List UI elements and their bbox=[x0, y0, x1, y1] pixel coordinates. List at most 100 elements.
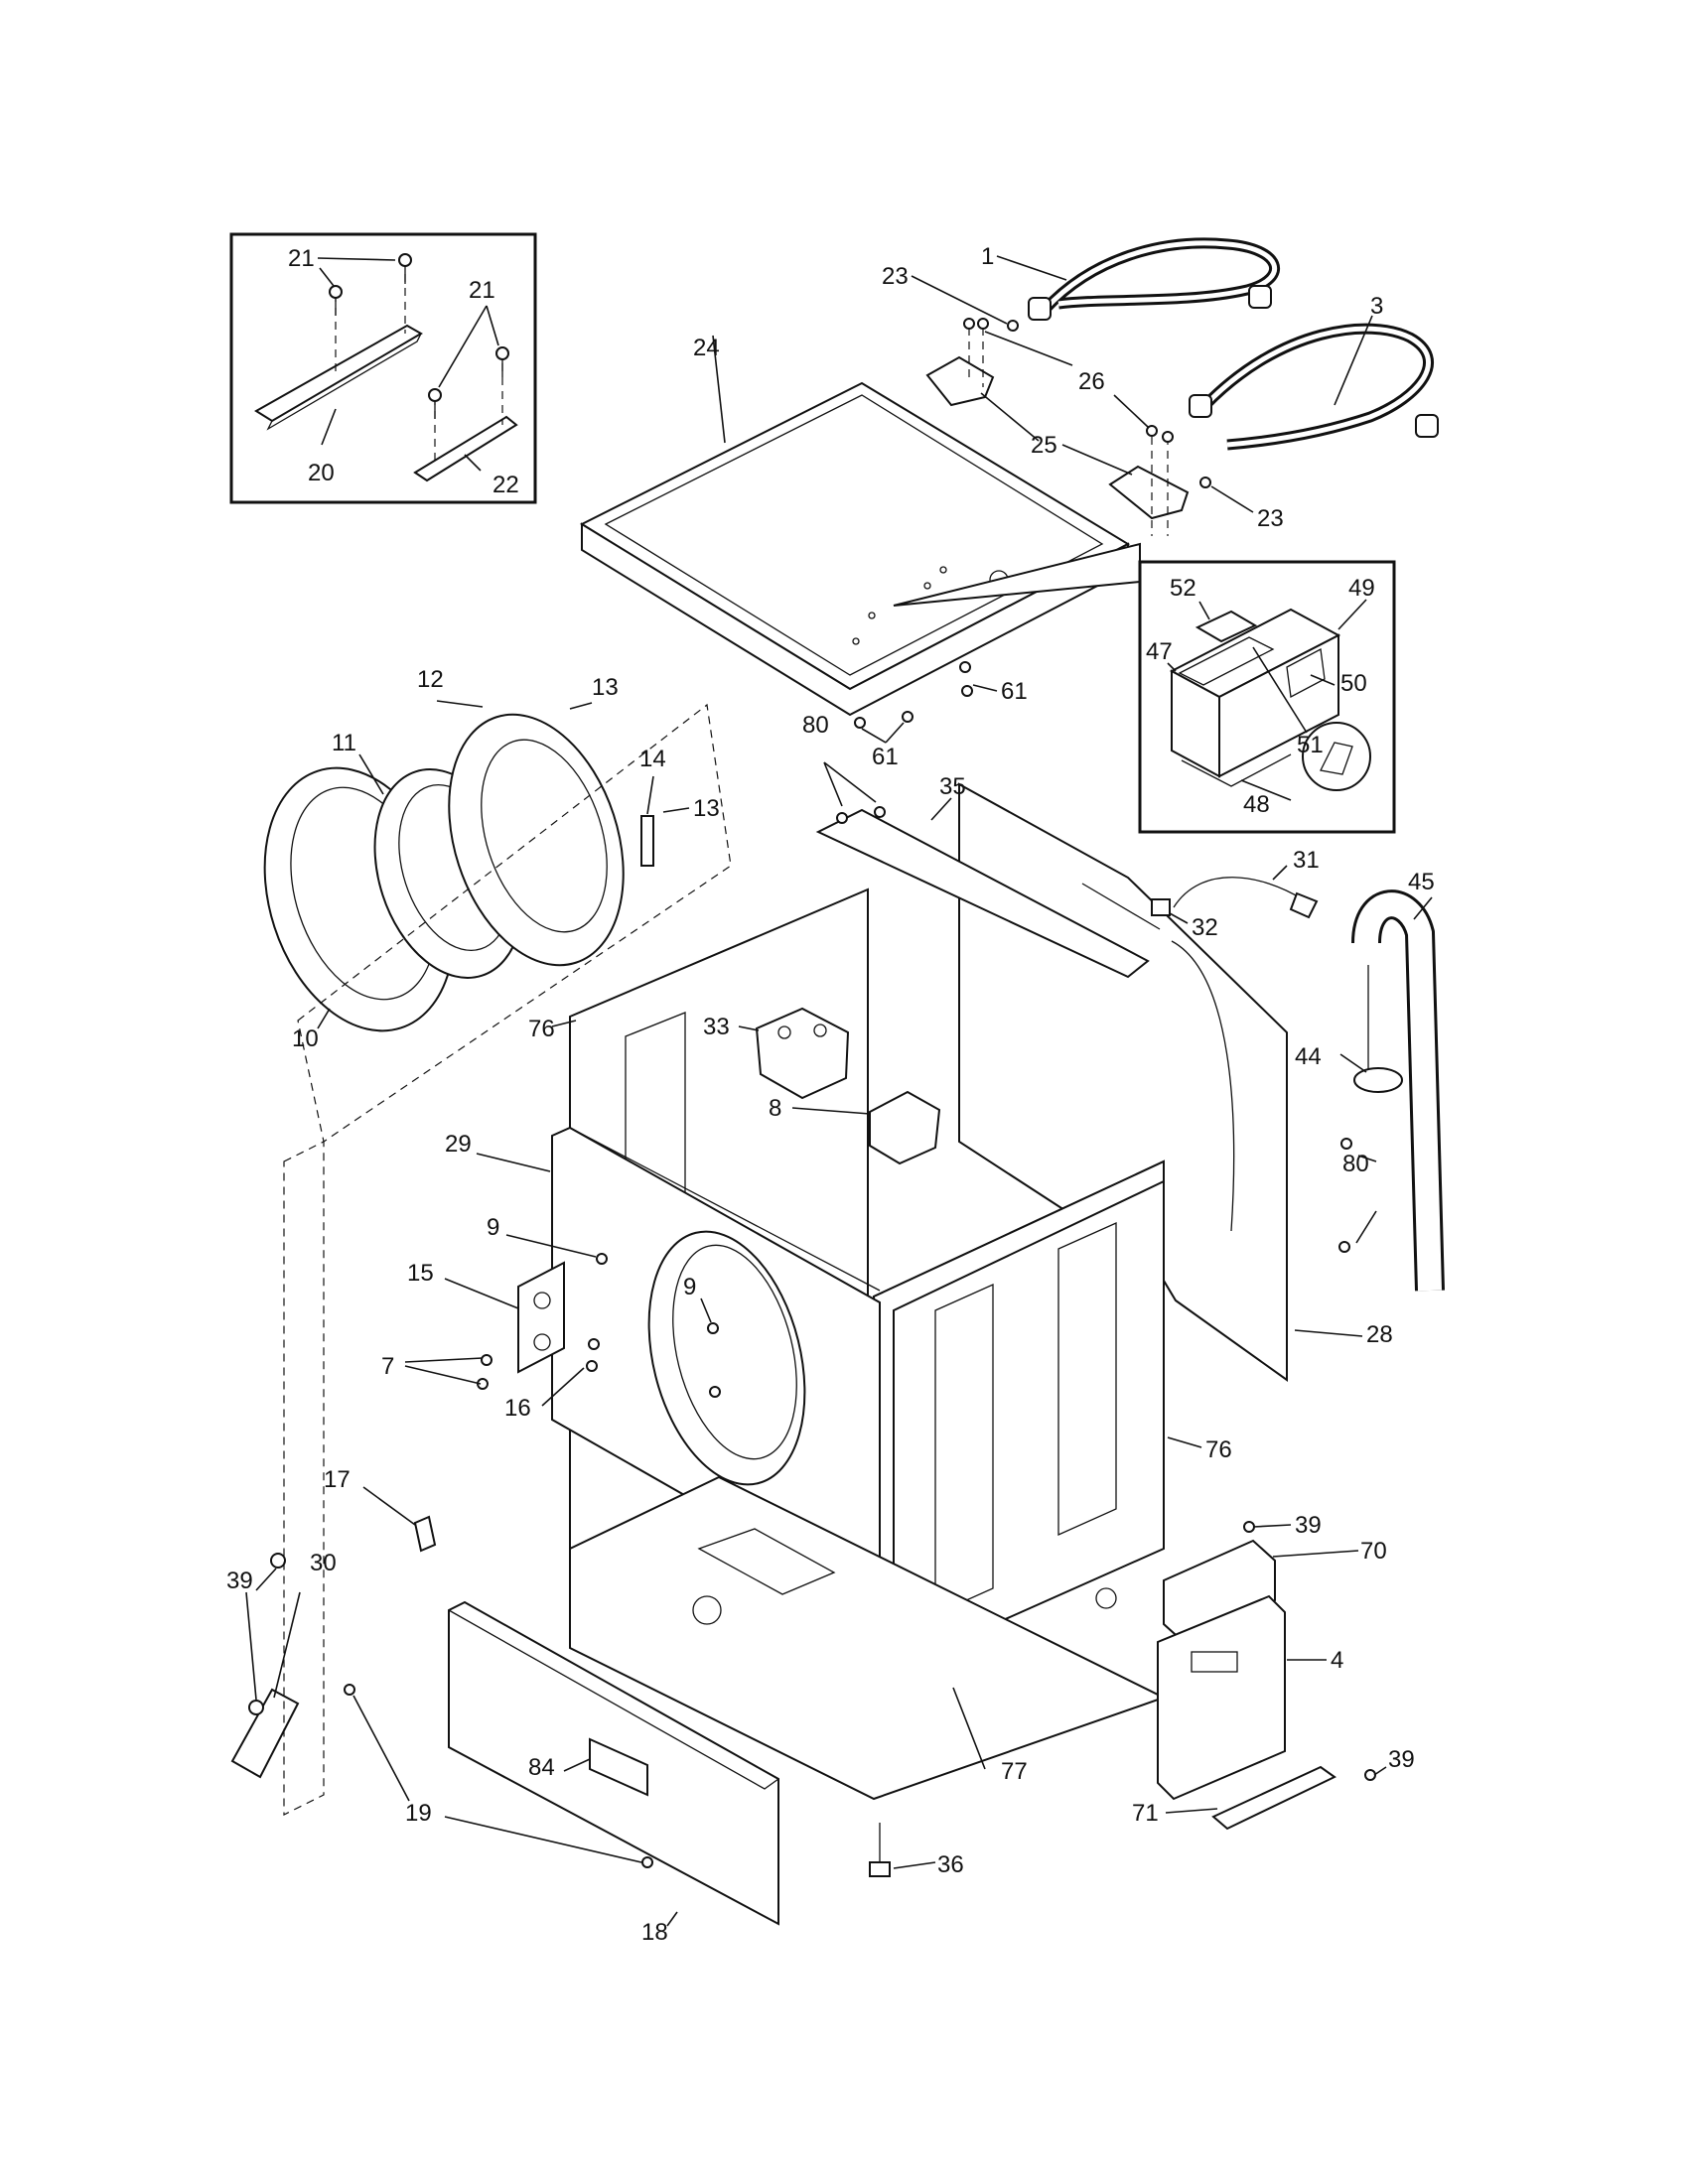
leader-80a bbox=[823, 761, 877, 807]
leader-35 bbox=[930, 797, 952, 821]
screws-39-drawing bbox=[248, 1521, 1376, 1781]
label-47: 47 bbox=[1146, 638, 1173, 665]
dispenser-47-drawing bbox=[1169, 608, 1341, 778]
leader-48 bbox=[1240, 779, 1292, 801]
label-25: 25 bbox=[1031, 432, 1057, 459]
leader-76b bbox=[1167, 1436, 1202, 1448]
switch-51-circle bbox=[1302, 722, 1371, 791]
label-1: 1 bbox=[981, 243, 994, 270]
label-17: 17 bbox=[324, 1466, 351, 1493]
leader-20 bbox=[321, 408, 337, 446]
label-23b: 23 bbox=[1257, 505, 1284, 532]
front-dashed-guide bbox=[283, 1141, 325, 1816]
bracket-22-drawing bbox=[413, 363, 518, 482]
screws-21-drawing bbox=[329, 253, 509, 419]
label-39a: 39 bbox=[226, 1568, 253, 1594]
leader-61b bbox=[861, 722, 905, 744]
door-lock-8-drawing bbox=[869, 1090, 941, 1165]
label-70: 70 bbox=[1360, 1538, 1387, 1565]
label-30: 30 bbox=[310, 1550, 337, 1576]
screws-7-9-16-drawing bbox=[477, 1253, 721, 1398]
leader-8 bbox=[791, 1107, 871, 1115]
leader-49 bbox=[1337, 599, 1367, 630]
label-24: 24 bbox=[693, 335, 720, 361]
leader-52 bbox=[1198, 601, 1210, 620]
label-22: 22 bbox=[492, 472, 519, 498]
leader-31 bbox=[1272, 865, 1288, 881]
leader-50 bbox=[1310, 674, 1336, 686]
screws-19-drawing bbox=[344, 1684, 653, 1868]
label-12: 12 bbox=[417, 666, 444, 693]
switch-51-part bbox=[1320, 742, 1353, 775]
label-23a: 23 bbox=[882, 263, 909, 290]
side-panel-76-right-cutout-b bbox=[1057, 1221, 1117, 1537]
leader-9a bbox=[505, 1234, 597, 1258]
label-7: 7 bbox=[381, 1353, 394, 1380]
leader-11 bbox=[358, 753, 384, 795]
leader-16 bbox=[541, 1367, 585, 1407]
label-19: 19 bbox=[405, 1800, 432, 1827]
leader-26 bbox=[984, 331, 1073, 366]
leader-21a bbox=[317, 257, 396, 261]
leader-21b bbox=[438, 305, 499, 388]
leader-19 bbox=[352, 1695, 642, 1863]
label-50: 50 bbox=[1340, 670, 1367, 697]
screws-61-drawing bbox=[854, 661, 973, 729]
bracket-25-lower-drawing bbox=[1108, 437, 1190, 536]
leader-71 bbox=[1165, 1808, 1218, 1814]
leader-32 bbox=[1169, 912, 1189, 924]
label-71: 71 bbox=[1132, 1800, 1159, 1827]
label-80b: 80 bbox=[1342, 1151, 1369, 1177]
leader-61a bbox=[972, 684, 998, 692]
hinge-14-drawing bbox=[640, 815, 654, 867]
leader-13a bbox=[569, 702, 593, 710]
label-48: 48 bbox=[1243, 791, 1270, 818]
inset-box-dispenser bbox=[1138, 560, 1396, 834]
leader-47b bbox=[1252, 646, 1308, 734]
leader-36 bbox=[893, 1861, 936, 1869]
label-45: 45 bbox=[1408, 869, 1435, 895]
leg-36-drawing bbox=[869, 1823, 891, 1877]
label-39b: 39 bbox=[1295, 1512, 1322, 1539]
leader-18 bbox=[666, 1911, 678, 1927]
bracket-30-drawing bbox=[230, 1688, 300, 1779]
label-8: 8 bbox=[769, 1095, 781, 1122]
leader-21a-2 bbox=[319, 267, 335, 287]
label-9a: 9 bbox=[487, 1214, 499, 1241]
label-21b: 21 bbox=[469, 277, 495, 304]
label-14: 14 bbox=[639, 746, 666, 772]
label-13a: 13 bbox=[592, 674, 619, 701]
leader-13b bbox=[662, 807, 690, 813]
label-39c: 39 bbox=[1388, 1746, 1415, 1773]
label-28: 28 bbox=[1366, 1321, 1393, 1348]
leader-70 bbox=[1272, 1550, 1359, 1558]
hinge-15-drawing bbox=[517, 1261, 565, 1374]
control-board-4-drawing bbox=[1157, 1594, 1286, 1801]
label-76a: 76 bbox=[528, 1016, 555, 1042]
label-18: 18 bbox=[641, 1919, 668, 1946]
power-cord-31-drawing bbox=[1151, 877, 1319, 919]
leader-25b bbox=[1061, 444, 1133, 476]
label-80a: 80 bbox=[802, 712, 829, 739]
door-dashed-guide bbox=[297, 703, 732, 1143]
drain-hose-45-drawing bbox=[1351, 889, 1445, 1292]
label-32: 32 bbox=[1192, 914, 1218, 941]
leader-39a-2 bbox=[245, 1591, 257, 1701]
cap-52-drawing bbox=[1195, 610, 1258, 643]
leader-47 bbox=[1167, 662, 1177, 672]
leader-22 bbox=[464, 454, 482, 472]
leader-15 bbox=[444, 1278, 519, 1309]
leader-84 bbox=[563, 1758, 591, 1772]
leader-80b bbox=[1355, 1155, 1377, 1244]
filler-70-drawing bbox=[1163, 1539, 1276, 1644]
base-48-drawing bbox=[1181, 753, 1292, 787]
door-inner-12-drawing bbox=[448, 713, 625, 967]
inlet-hose-1-drawing bbox=[1028, 237, 1281, 321]
tab-17-drawing bbox=[413, 1515, 437, 1553]
label-16: 16 bbox=[504, 1395, 531, 1422]
label-10: 10 bbox=[292, 1025, 319, 1052]
valve-33-drawing bbox=[755, 1007, 850, 1100]
label-33: 33 bbox=[703, 1014, 730, 1040]
leader-29 bbox=[476, 1153, 551, 1172]
